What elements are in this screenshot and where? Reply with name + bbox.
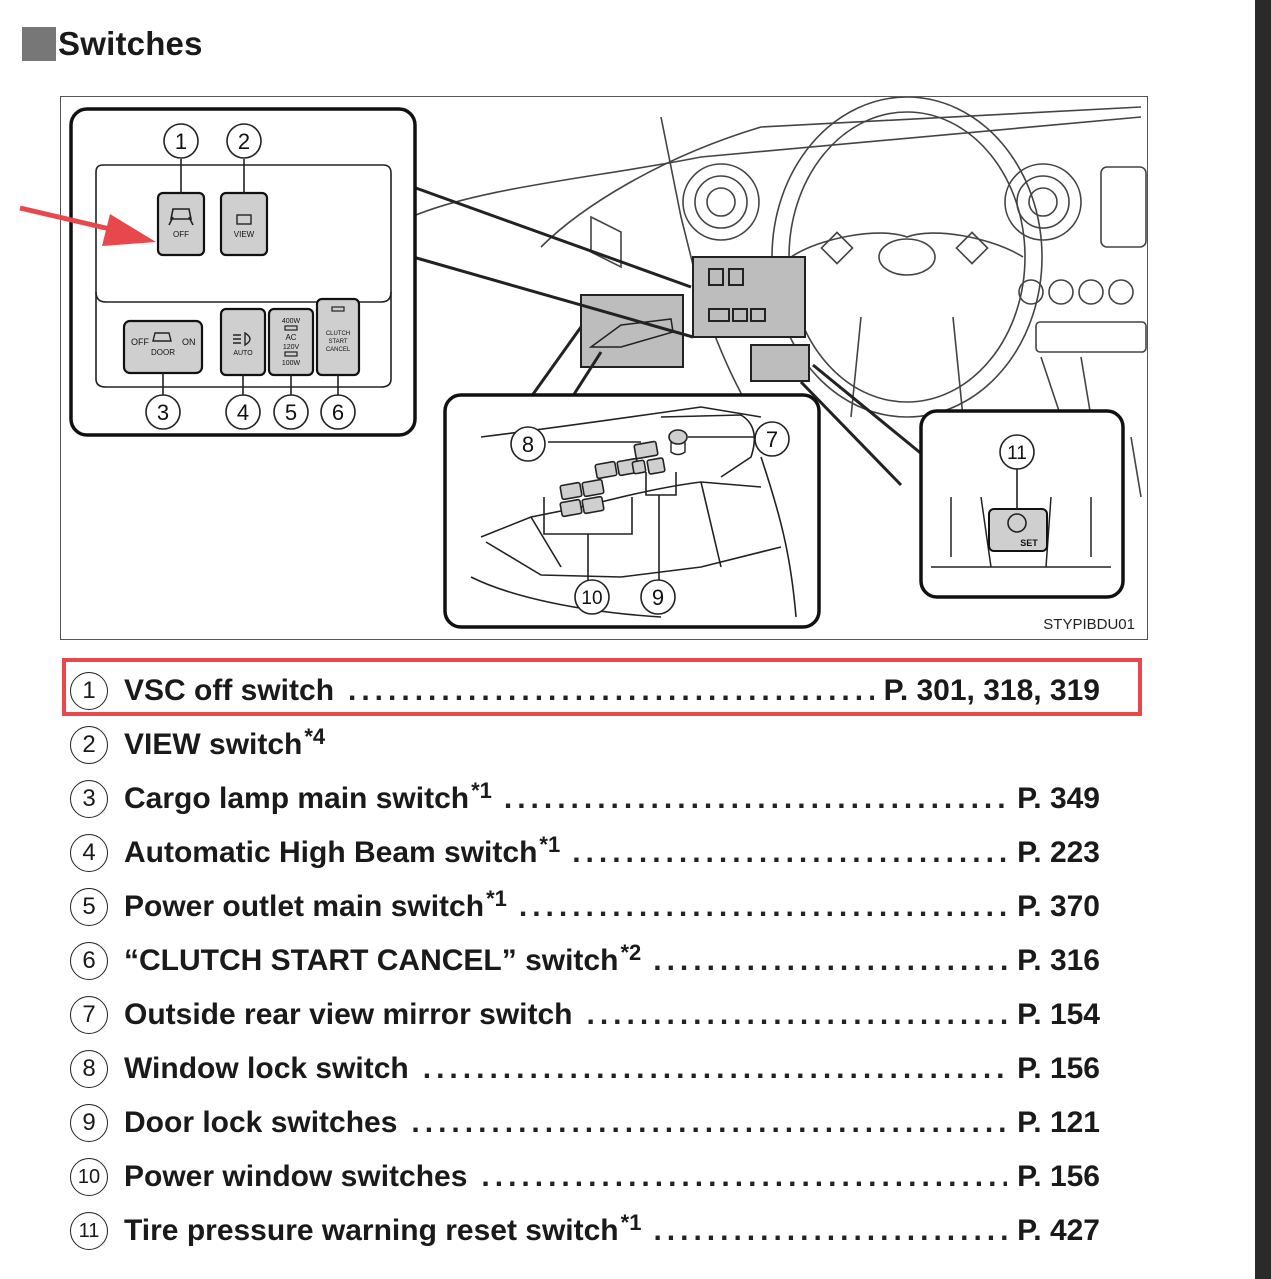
item-label: Automatic High Beam switch*1: [124, 832, 561, 869]
callout-10: 10: [574, 579, 610, 615]
switch-list: 1 VSC off switch .......................…: [70, 664, 1100, 1258]
list-item[interactable]: 4 Automatic High Beam switch*1 .........…: [70, 826, 1100, 880]
callout-2: 2: [226, 123, 262, 159]
item-number: 9: [70, 1104, 108, 1142]
svg-text:8: 8: [522, 432, 534, 457]
svg-text:7: 7: [766, 427, 778, 452]
callout-1: 1: [163, 123, 199, 159]
list-item[interactable]: 11 Tire pressure warning reset switch*1 …: [70, 1204, 1100, 1258]
auto-switch-label: AUTO: [233, 350, 253, 357]
dot-leader: ........................................…: [518, 890, 1007, 923]
list-item[interactable]: 9 Door lock switches ...................…: [70, 1096, 1100, 1150]
item-number: 10: [70, 1158, 108, 1196]
item-label: VIEW switch*4: [124, 724, 326, 761]
item-label: Door lock switches: [124, 1106, 398, 1139]
dot-leader: ........................................…: [586, 998, 1008, 1031]
page-reference[interactable]: P. 154: [1017, 998, 1100, 1031]
page-reference[interactable]: P. 349: [1017, 782, 1100, 815]
item-label: VSC off switch: [124, 674, 335, 707]
view-switch-label: VIEW: [234, 230, 255, 239]
page-reference[interactable]: P. 156: [1017, 1160, 1100, 1193]
item-number: 4: [70, 834, 108, 872]
dot-leader: ........................................…: [481, 1160, 1007, 1193]
item-number: 11: [70, 1212, 108, 1250]
svg-text:6: 6: [332, 400, 344, 425]
list-item[interactable]: 10 Power window switches ...............…: [70, 1150, 1100, 1204]
highlight-box: [62, 658, 1142, 716]
dot-leader: ........................................…: [411, 1106, 1007, 1139]
svg-text:4: 4: [237, 400, 249, 425]
callout-9: 9: [640, 579, 676, 615]
clutch-label-2: START: [328, 339, 347, 345]
item-number: 8: [70, 1050, 108, 1088]
dot-leader: ........................................…: [422, 1052, 1007, 1085]
item-number: 7: [70, 996, 108, 1034]
svg-text:5: 5: [285, 400, 297, 425]
vsc-switch-label: OFF: [173, 230, 189, 239]
clutch-label-1: CLUTCH: [326, 331, 350, 337]
power-100-label: 100W: [282, 360, 301, 367]
item-label: “CLUTCH START CANCEL” switch*2: [124, 940, 642, 977]
power-400-label: 400W: [282, 318, 301, 325]
svg-text:1: 1: [175, 129, 187, 154]
list-item[interactable]: 6 “CLUTCH START CANCEL” switch*2 .......…: [70, 934, 1100, 988]
item-number: 1: [70, 672, 108, 710]
item-number: 2: [70, 726, 108, 764]
power-ac-label: AC: [285, 333, 296, 342]
dot-leader: ........................................…: [348, 674, 874, 707]
section-heading: Switches: [22, 22, 203, 66]
svg-text:9: 9: [652, 585, 664, 610]
item-number: 6: [70, 942, 108, 980]
svg-text:2: 2: [238, 129, 250, 154]
page-reference[interactable]: P. 370: [1017, 890, 1100, 923]
power-120-label: 120V: [283, 344, 300, 351]
callout-4: 4: [225, 394, 261, 430]
page-reference[interactable]: P. 427: [1017, 1214, 1100, 1247]
dashboard-illustration: OFF VIEW OFF ON DOOR AUTO 400W AC 120V 1…: [69, 97, 1147, 629]
item-label: Outside rear view mirror switch: [124, 998, 573, 1031]
callout-5: 5: [273, 394, 309, 430]
clutch-label-3: CANCEL: [326, 347, 351, 353]
list-item[interactable]: 8 Window lock switch ...................…: [70, 1042, 1100, 1096]
callout-3: 3: [145, 394, 181, 430]
list-item[interactable]: 5 Power outlet main switch*1 ...........…: [70, 880, 1100, 934]
list-item[interactable]: 7 Outside rear view mirror switch ......…: [70, 988, 1100, 1042]
list-item[interactable]: 1 VSC off switch .......................…: [70, 664, 1100, 718]
callout-8: 8: [510, 426, 546, 462]
item-label: Power outlet main switch*1: [124, 886, 507, 923]
item-number: 5: [70, 888, 108, 926]
svg-text:11: 11: [1007, 443, 1027, 464]
dot-leader: ........................................…: [653, 1214, 1008, 1247]
page-reference[interactable]: P. 316: [1017, 944, 1100, 977]
figure-code: STYPIBDU01: [1043, 616, 1135, 633]
page-edge: [1255, 0, 1271, 1279]
switch-diagram: OFF VIEW OFF ON DOOR AUTO 400W AC 120V 1…: [60, 96, 1148, 640]
item-number: 3: [70, 780, 108, 818]
callout-7: 7: [754, 421, 790, 457]
door-label: DOOR: [151, 348, 175, 357]
tire-set-label: SET: [1020, 538, 1038, 548]
item-label: Power window switches: [124, 1160, 468, 1193]
dot-leader: ........................................…: [503, 782, 1008, 815]
item-label: Tire pressure warning reset switch*1: [124, 1210, 642, 1247]
item-label: Cargo lamp main switch*1: [124, 778, 492, 815]
section-title: Switches: [58, 25, 203, 62]
door-off-label: OFF: [131, 337, 149, 347]
red-arrow-icon: [19, 205, 156, 246]
list-item[interactable]: 3 Cargo lamp main switch*1 .............…: [70, 772, 1100, 826]
dot-leader: ........................................…: [653, 944, 1008, 977]
page-reference[interactable]: P. 301, 318, 319: [883, 674, 1100, 707]
door-on-label: ON: [182, 337, 196, 347]
svg-text:10: 10: [581, 588, 602, 609]
page-reference[interactable]: P. 156: [1017, 1052, 1100, 1085]
callout-11: 11: [999, 434, 1035, 470]
dot-leader: ........................................…: [572, 836, 1007, 869]
svg-text:3: 3: [157, 400, 169, 425]
item-label: Window lock switch: [124, 1052, 409, 1085]
callout-6: 6: [320, 394, 356, 430]
heading-square-icon: [22, 27, 56, 61]
page-reference[interactable]: P. 121: [1017, 1106, 1100, 1139]
page-reference[interactable]: P. 223: [1017, 836, 1100, 869]
list-item: 2 VIEW switch*4: [70, 718, 1100, 772]
